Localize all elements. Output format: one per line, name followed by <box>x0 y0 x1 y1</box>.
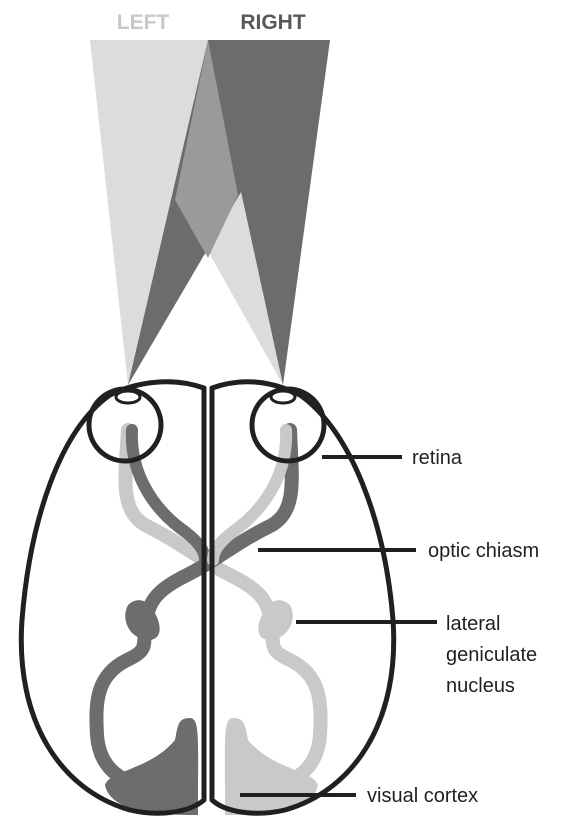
left-field-label: LEFT <box>117 11 170 34</box>
left-lens <box>116 391 140 403</box>
neural-pathways <box>96 430 320 815</box>
right-lens <box>271 391 295 403</box>
retina-label: retina <box>412 447 463 469</box>
visual-field-cones <box>90 40 330 385</box>
lgn-label-line3: nucleus <box>446 675 515 697</box>
head-outline <box>21 382 393 813</box>
right-field-label: RIGHT <box>240 11 306 34</box>
left-visual-cortex <box>105 718 198 815</box>
lgn-label-line2: geniculate <box>446 644 537 666</box>
visual-cortex-label: visual cortex <box>367 785 478 807</box>
optic-chiasm-label: optic chiasm <box>428 540 539 562</box>
lgn-label-line1: lateral <box>446 613 500 635</box>
